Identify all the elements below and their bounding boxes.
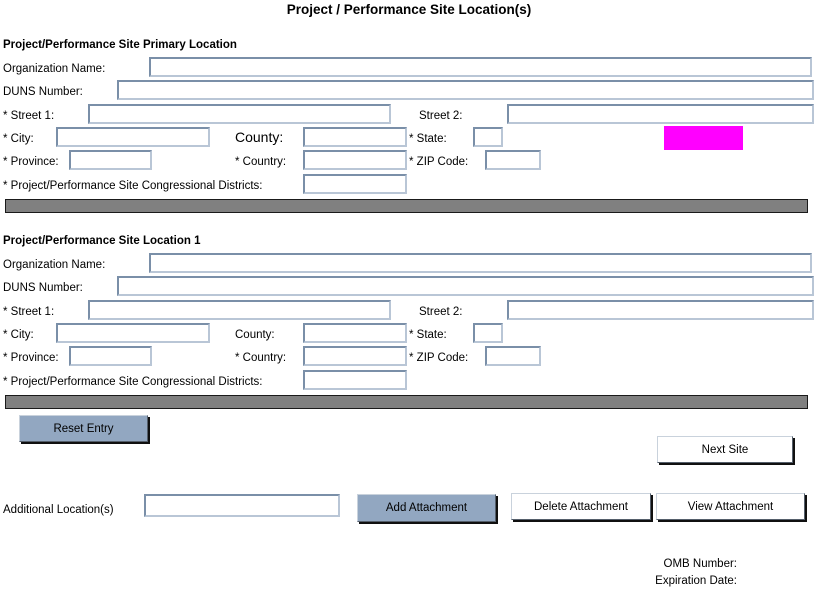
input-organization-name-primary[interactable]: [149, 57, 812, 77]
add-attachment-button[interactable]: Add Attachment: [357, 494, 496, 522]
input-province-primary[interactable]: [69, 150, 152, 170]
label-county-loc1: County:: [235, 329, 275, 341]
delete-attachment-button[interactable]: Delete Attachment: [511, 493, 651, 520]
label-country-loc1: * Country:: [235, 352, 287, 364]
input-state-loc1[interactable]: [473, 323, 503, 343]
label-province-primary: * Province:: [3, 156, 59, 168]
input-country-primary[interactable]: [303, 150, 407, 170]
label-congressional-primary: * Project/Performance Site Congressional…: [3, 180, 263, 192]
label-organization-name-primary: Organization Name:: [3, 63, 106, 75]
input-city-primary[interactable]: [56, 127, 210, 147]
label-street1-loc1: * Street 1:: [3, 306, 55, 318]
input-county-loc1-field[interactable]: [305, 325, 405, 341]
input-street2-primary[interactable]: [507, 104, 814, 124]
separator-bar-1: [5, 199, 808, 213]
reset-entry-button[interactable]: Reset Entry: [19, 415, 148, 442]
input-city-loc1[interactable]: [56, 323, 210, 343]
input-state-loc1-field[interactable]: [475, 325, 501, 341]
page-title: Project / Performance Site Location(s): [286, 2, 532, 17]
input-street2-primary-field[interactable]: [509, 106, 812, 122]
view-attachment-button[interactable]: View Attachment: [656, 493, 805, 520]
input-province-loc1[interactable]: [69, 346, 152, 366]
label-zip-primary: * ZIP Code:: [409, 156, 469, 168]
label-zip-loc1: * ZIP Code:: [409, 352, 469, 364]
input-province-primary-field[interactable]: [71, 152, 150, 168]
input-country-loc1-field[interactable]: [305, 348, 405, 364]
input-zip-loc1[interactable]: [485, 346, 541, 366]
input-street1-loc1[interactable]: [88, 300, 391, 320]
label-congressional-loc1: * Project/Performance Site Congressional…: [3, 376, 263, 388]
input-additional-locations-field[interactable]: [146, 496, 338, 515]
input-duns-number-loc1-field[interactable]: [119, 278, 812, 294]
input-congressional-loc1-field[interactable]: [305, 372, 405, 388]
omb-number-label: OMB Number:: [663, 558, 738, 570]
input-congressional-loc1[interactable]: [303, 370, 407, 390]
label-duns-number-loc1: DUNS Number:: [3, 282, 83, 294]
input-state-primary-field[interactable]: [475, 129, 501, 145]
label-street2-loc1: Street 2:: [419, 306, 463, 318]
label-province-loc1: * Province:: [3, 352, 59, 364]
expiration-date-label: Expiration Date:: [655, 575, 737, 587]
input-country-primary-field[interactable]: [305, 152, 405, 168]
label-street1-primary: * Street 1:: [3, 110, 55, 122]
input-county-primary-field[interactable]: [305, 129, 405, 145]
input-street2-loc1-field[interactable]: [509, 302, 812, 318]
label-country-primary: * Country:: [235, 156, 287, 168]
input-duns-number-loc1[interactable]: [117, 276, 814, 296]
input-organization-name-primary-field[interactable]: [151, 59, 810, 75]
input-state-primary[interactable]: [473, 127, 503, 147]
label-organization-name-loc1: Organization Name:: [3, 259, 106, 271]
next-site-button[interactable]: Next Site: [657, 436, 793, 463]
input-country-loc1[interactable]: [303, 346, 407, 366]
input-zip-primary-field[interactable]: [487, 152, 539, 168]
input-organization-name-loc1-field[interactable]: [151, 255, 810, 271]
label-state-primary: * State:: [409, 133, 447, 145]
separator-bar-2: [5, 395, 808, 409]
input-street1-primary[interactable]: [88, 104, 391, 124]
input-city-loc1-field[interactable]: [58, 325, 208, 341]
label-additional-locations: Additional Location(s): [3, 504, 114, 516]
input-county-loc1[interactable]: [303, 323, 407, 343]
label-state-loc1: * State:: [409, 329, 447, 341]
input-zip-loc1-field[interactable]: [487, 348, 539, 364]
label-county-primary: County:: [235, 129, 284, 145]
input-zip-primary[interactable]: [485, 150, 541, 170]
input-province-loc1-field[interactable]: [71, 348, 150, 364]
input-street1-primary-field[interactable]: [90, 106, 389, 122]
label-city-primary: * City:: [3, 133, 34, 145]
input-duns-number-primary-field[interactable]: [119, 82, 812, 98]
input-congressional-primary[interactable]: [303, 174, 407, 194]
highlight-block-magenta: [664, 126, 743, 150]
label-duns-number-primary: DUNS Number:: [3, 86, 83, 98]
section-heading-location-1: Project/Performance Site Location 1: [3, 235, 201, 247]
input-organization-name-loc1[interactable]: [149, 253, 812, 273]
input-city-primary-field[interactable]: [58, 129, 208, 145]
input-county-primary[interactable]: [303, 127, 407, 147]
label-street2-primary: Street 2:: [419, 110, 463, 122]
input-additional-locations[interactable]: [144, 494, 340, 517]
input-street2-loc1[interactable]: [507, 300, 814, 320]
input-street1-loc1-field[interactable]: [90, 302, 389, 318]
section-heading-primary: Project/Performance Site Primary Locatio…: [3, 39, 237, 51]
input-duns-number-primary[interactable]: [117, 80, 814, 100]
input-congressional-primary-field[interactable]: [305, 176, 405, 192]
label-city-loc1: * City:: [3, 329, 34, 341]
